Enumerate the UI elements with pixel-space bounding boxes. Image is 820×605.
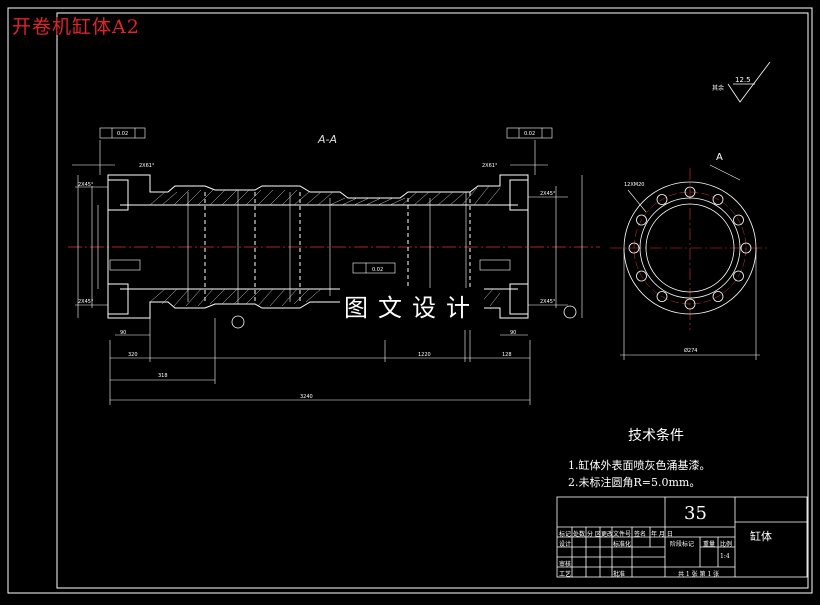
tech-note-2: 2.未标注圆角R=5.0mm。 — [568, 476, 701, 489]
svg-text:1220: 1220 — [418, 352, 431, 358]
svg-text:0.02: 0.02 — [524, 131, 535, 137]
dimension-lines — [72, 140, 583, 405]
svg-text:90: 90 — [510, 330, 516, 336]
svg-text:Ø274: Ø274 — [684, 347, 697, 354]
svg-text:2X45°: 2X45° — [78, 182, 94, 188]
tb-label-approve: 批准 — [613, 571, 626, 578]
tb-label-standard: 标准化 — [613, 541, 632, 548]
end-view-texts: 12XM20 Ø274 — [624, 182, 697, 354]
datum-c-circle — [563, 305, 577, 319]
tb-label-date: 年 月 日 — [651, 531, 673, 538]
sheet-border — [7, 7, 813, 594]
part-name: 缸体 — [750, 530, 772, 543]
roughness-value: 12.5 — [735, 76, 751, 84]
tb-label-stage: 阶段标记 — [670, 541, 695, 548]
svg-text:320: 320 — [128, 352, 138, 358]
tb-label-review: 审核 — [559, 561, 572, 568]
section-mark-a: A — [716, 152, 723, 163]
tb-label-mark: 标记 — [559, 531, 572, 538]
tb-label-weight: 重量 — [703, 541, 716, 548]
svg-text:0.02: 0.02 — [117, 131, 128, 137]
svg-text:90: 90 — [120, 330, 126, 336]
svg-text:318: 318 — [158, 373, 168, 379]
tb-label-doc: 更改文件号 — [601, 531, 632, 538]
svg-text:128: 128 — [502, 352, 512, 358]
tb-scale: 1:4 — [720, 553, 730, 560]
dimension-texts: 3240 320 1220 128 90 90 318 2X61° 2X61° … — [78, 131, 556, 400]
tb-label-count: 处数 — [573, 531, 586, 538]
tb-label-design: 设计 — [559, 541, 572, 548]
tech-requirements-title: 技术条件 — [628, 428, 684, 444]
tb-label-zone: 分 区 — [587, 531, 601, 538]
section-view — [68, 174, 600, 319]
svg-text:2X61°: 2X61° — [139, 163, 155, 169]
drawing-frame — [56, 12, 809, 589]
datum-b-circle — [231, 315, 245, 329]
svg-text:12XM20: 12XM20 — [624, 182, 644, 188]
end-view — [610, 164, 770, 360]
title-block — [556, 496, 808, 578]
svg-text:2X61°: 2X61° — [482, 163, 498, 169]
section-label: A-A — [318, 133, 338, 146]
svg-text:3240: 3240 — [300, 394, 313, 400]
svg-text:2X45°: 2X45° — [540, 191, 556, 197]
roughness-symbol — [727, 61, 771, 103]
drawing-title: 开卷机缸体A2 — [12, 16, 140, 38]
roughness-label: 其余 — [712, 84, 724, 92]
tb-label-ratio: 比例 — [720, 541, 733, 548]
tech-note-1: 1.缸体外表面喷灰色涌基漆。 — [568, 459, 711, 472]
svg-text:0.02: 0.02 — [372, 267, 383, 273]
feature-frames — [99, 127, 553, 274]
watermark-text: 图文设计 — [340, 288, 484, 323]
tb-label-sign: 签名 — [634, 531, 647, 538]
tb-label-process: 工艺 — [559, 571, 572, 578]
tb-sheets: 共 1 张 第 1 张 — [678, 571, 720, 578]
svg-text:2X45°: 2X45° — [78, 299, 94, 305]
part-number: 35 — [684, 503, 707, 524]
svg-text:2X45°: 2X45° — [540, 299, 556, 305]
